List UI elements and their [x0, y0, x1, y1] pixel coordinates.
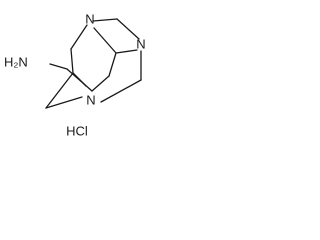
bond-skeleton: [45, 18, 142, 109]
bond: [93, 27, 117, 54]
nitrogen-atom-top: N: [85, 11, 94, 26]
chemical-structure-diagram: N N N H₂N HCl: [4, 11, 146, 138]
bond: [70, 24, 88, 50]
nitrogen-atom-bottom: N: [86, 92, 95, 107]
bond: [116, 18, 140, 40]
bond: [115, 49, 138, 54]
nitrogen-atom-right: N: [136, 36, 145, 51]
bond: [45, 96, 83, 109]
amine-group-label: H₂N: [4, 54, 28, 69]
bond: [70, 48, 74, 74]
bond: [45, 72, 74, 109]
bond: [91, 75, 110, 92]
bond: [66, 68, 93, 92]
hydrochloride-label: HCl: [66, 123, 88, 138]
bond: [108, 52, 117, 77]
bond: [92, 18, 118, 22]
bond: [49, 63, 68, 70]
bond: [100, 79, 142, 103]
